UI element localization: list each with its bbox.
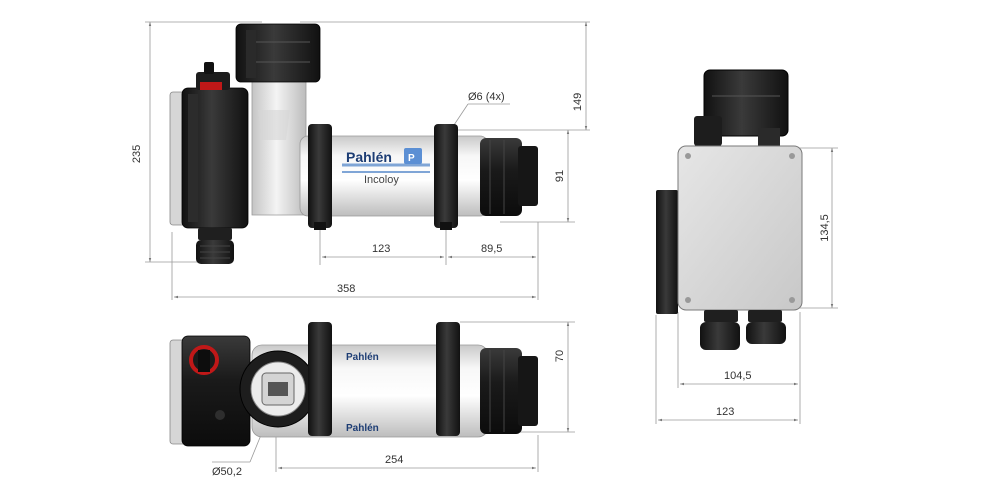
dim-overall-width: 123 xyxy=(716,406,734,418)
screw-icon xyxy=(789,297,795,303)
brand-name: Pahlén xyxy=(346,149,392,165)
brand-logo-icon xyxy=(404,148,422,164)
cable-gland-left-icon xyxy=(700,310,740,350)
mounting-bracket-top-right xyxy=(436,322,460,436)
dim-overall-height: 235 xyxy=(131,145,143,163)
dim-port-diameter: Ø50,2 xyxy=(212,466,242,478)
mounting-bracket-top-left xyxy=(308,322,332,436)
outlet-union-top xyxy=(480,348,522,434)
model-name: Incoloy xyxy=(364,174,399,186)
dim-body-diameter: 91 xyxy=(554,170,566,182)
dim-port-to-end: 254 xyxy=(385,454,403,466)
brand-name-top: Pahlén xyxy=(346,352,379,363)
dim-holes: Ø6 (4x) xyxy=(468,91,505,103)
dim-overall-length: 358 xyxy=(337,283,355,295)
dim-box-height: 134,5 xyxy=(819,214,831,242)
side-view-dimension-lines xyxy=(145,21,590,300)
dim-box-width: 104,5 xyxy=(724,370,752,382)
mounting-bracket-left xyxy=(308,124,332,230)
cable-gland-right-icon xyxy=(746,310,786,344)
dim-outlet-length: 89,5 xyxy=(481,243,502,255)
dim-bracket-spacing: 123 xyxy=(372,243,390,255)
terminal-box xyxy=(677,145,803,311)
side-view: Pahlén P Incoloy 235 149 91 Ø6 (4x) 123 … xyxy=(131,21,590,300)
dim-top-height: 149 xyxy=(572,93,584,111)
screw-icon xyxy=(685,153,691,159)
screw-icon xyxy=(789,153,795,159)
brand-name-bottom: Pahlén xyxy=(346,423,379,434)
mounting-bracket-right xyxy=(434,124,458,230)
mounting-plate xyxy=(656,190,678,314)
dim-body-width: 70 xyxy=(554,350,566,362)
end-view: 134,5 104,5 123 xyxy=(655,69,838,424)
elbow-pipe xyxy=(251,79,307,216)
top-union xyxy=(235,23,321,83)
top-view: Pahlén Pahlén 70 Ø50,2 254 xyxy=(169,321,575,478)
screw-icon xyxy=(685,297,691,303)
end-top-union xyxy=(703,69,789,137)
outlet-union xyxy=(480,138,522,216)
brand-logo-mark: P xyxy=(408,153,415,164)
cable-gland-icon xyxy=(196,228,234,264)
end-view-dimension-lines xyxy=(655,147,838,424)
indicator-lamp-icon xyxy=(215,410,225,420)
